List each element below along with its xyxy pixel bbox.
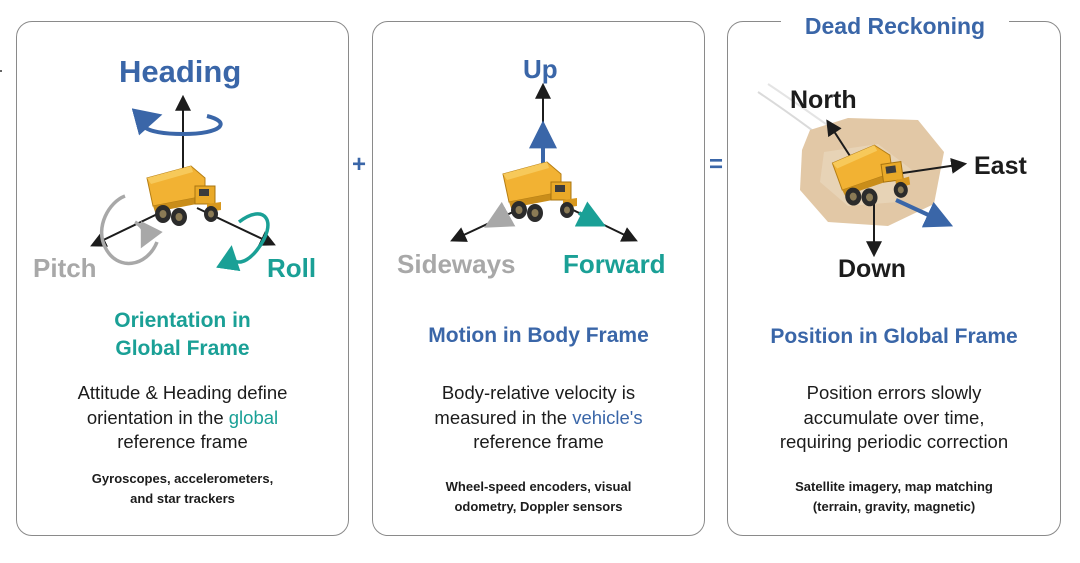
heading-label: Heading	[119, 54, 242, 89]
orientation-description: Attitude & Heading define orientation in…	[77, 382, 288, 452]
roll-label: Roll	[267, 253, 317, 283]
roll-rotation-icon	[216, 212, 270, 272]
sideways-velocity-icon	[484, 201, 516, 228]
motion-title: Motion in Body Frame	[428, 324, 649, 347]
position-description: Position errors slowly accumulate over t…	[779, 382, 1009, 452]
motion-diagram	[450, 82, 638, 242]
dump-truck-icon	[146, 165, 222, 227]
forward-label: Forward	[563, 249, 666, 279]
east-axis-icon	[895, 157, 968, 175]
orientation-panel: Heading Pitch Roll Orientation in Global…	[16, 21, 349, 536]
pitch-label: Pitch	[33, 253, 97, 283]
motion-description: Body-relative velocity is measured in th…	[434, 382, 643, 452]
pitch-rotation-icon	[99, 194, 159, 265]
position-diagram	[757, 83, 968, 258]
travel-direction-icon	[895, 198, 954, 228]
position-sources: Satellite imagery, map matching (terrain…	[795, 479, 993, 514]
plus-operator: +	[351, 151, 366, 178]
equals-operator: =	[708, 151, 723, 178]
east-label: East	[974, 152, 1027, 180]
up-label: Up	[523, 54, 558, 84]
position-title: Position in Global Frame	[770, 325, 1018, 348]
dead-reckoning-header: Dead Reckoning	[781, 12, 1009, 40]
motion-panel: Up Sideways Forward Motion in Body Frame…	[372, 21, 705, 536]
orientation-sources: Gyroscopes, accelerometers, and star tra…	[91, 471, 274, 506]
edge-mark	[0, 70, 2, 72]
forward-velocity-icon	[574, 201, 607, 227]
north-axis-icon	[826, 119, 851, 157]
motion-sources: Wheel-speed encoders, visual odometry, D…	[445, 479, 632, 514]
down-label: Down	[838, 255, 907, 283]
orientation-title: Orientation in Global Frame	[114, 309, 251, 360]
sideways-label: Sideways	[397, 249, 516, 279]
heading-rotation-icon	[131, 108, 223, 137]
orientation-diagram	[90, 94, 276, 272]
position-panel: North East Down Position in Global Frame…	[727, 21, 1061, 536]
dump-truck-icon	[502, 161, 578, 223]
north-label: North	[790, 86, 857, 114]
